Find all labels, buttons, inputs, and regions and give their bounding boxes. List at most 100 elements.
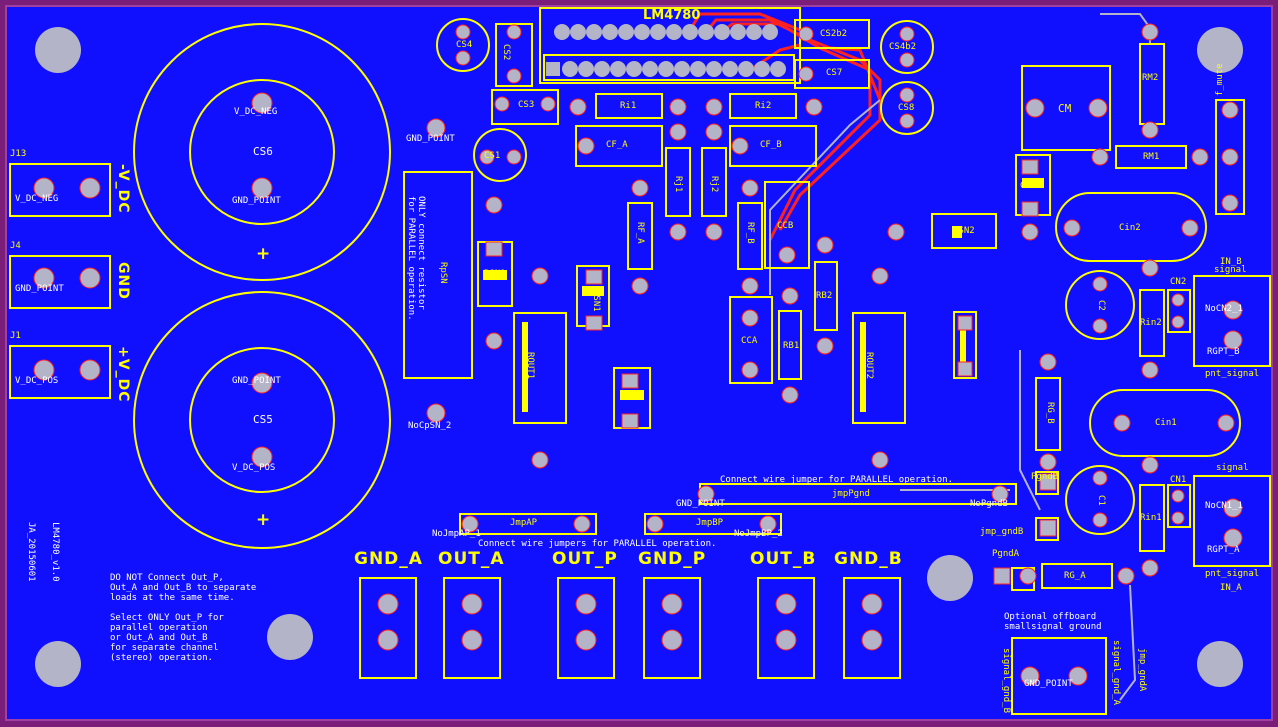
pin-nocn1: NoCN1_1 bbox=[1205, 501, 1243, 511]
cs6-label: CS6 bbox=[253, 145, 273, 158]
j1-label: J1 bbox=[10, 331, 21, 341]
jumper-note-2: Connect wire jumpers for PARALLEL operat… bbox=[478, 539, 717, 549]
cin1-label: Cin1 bbox=[1155, 418, 1177, 428]
mounting-hole bbox=[927, 555, 973, 601]
cs6-plus: + bbox=[256, 244, 272, 264]
rin1-label: Rin1 bbox=[1140, 513, 1162, 523]
rpsn-label: RpSN bbox=[438, 262, 448, 284]
warning-note: DO NOT Connect Out_P, Out_A and Out_B to… bbox=[110, 573, 257, 663]
mounting-hole bbox=[267, 614, 313, 660]
ccb-label: CCB bbox=[777, 221, 794, 231]
cs2b2-label: CS2b2 bbox=[820, 29, 848, 39]
jmppgnd-label: jmpPgnd bbox=[832, 489, 870, 499]
pin-v-dc-pos: V_DC_POS bbox=[232, 463, 276, 473]
small-cap-outlines bbox=[436, 18, 1241, 535]
rm1-label: RM1 bbox=[1143, 152, 1160, 162]
rb1-label: RB1 bbox=[783, 341, 800, 351]
round-pads bbox=[33, 23, 1243, 686]
rg-a-label: RG_A bbox=[1064, 571, 1086, 581]
ic-pins bbox=[546, 24, 786, 77]
out-header-out-a: OUT_A bbox=[438, 549, 505, 569]
out-header-out-b: OUT_B bbox=[750, 549, 817, 569]
cs7-label: CS7 bbox=[826, 68, 843, 78]
pin-gnd-point-p: GND_POINT bbox=[676, 499, 725, 509]
cs2-label: CS2 bbox=[501, 44, 511, 61]
rin2-label: Rin2 bbox=[1140, 318, 1162, 328]
pin-nopgndb: NoPgndB bbox=[970, 499, 1008, 509]
rf-b-label: RF_B bbox=[745, 222, 755, 244]
cn2-label: CN2 bbox=[1170, 277, 1187, 287]
version-label: LM4780_v1.0 bbox=[50, 522, 60, 582]
pin-nocn2: NoCN2_1 bbox=[1205, 304, 1243, 314]
cs5-plus: + bbox=[256, 510, 272, 530]
big-caps bbox=[133, 23, 391, 549]
cs3-label: CS3 bbox=[518, 100, 535, 110]
pin-j1: V_DC_POS bbox=[15, 376, 59, 386]
pin-nocpsn-2: NoCpSN_2 bbox=[408, 421, 452, 431]
pos-dc-label: +V_DC bbox=[115, 346, 131, 403]
cn1-label: CN1 bbox=[1170, 475, 1187, 485]
c1-label: C1 bbox=[1096, 495, 1106, 506]
mounting-holes bbox=[35, 27, 1243, 687]
rsn2-label: RSN2 bbox=[953, 226, 975, 236]
cs5-label: CS5 bbox=[253, 413, 273, 426]
csn2-label: CSN2 bbox=[1020, 181, 1042, 191]
silkscreen-outlines bbox=[9, 7, 1271, 715]
rsn1-label: RSN1 bbox=[484, 269, 506, 279]
bodies bbox=[483, 178, 1044, 412]
in-b-pnt-signal: pnt_signal bbox=[1205, 369, 1260, 379]
gnd-label: GND bbox=[115, 262, 131, 300]
cin2-label: Cin2 bbox=[1119, 223, 1141, 233]
cs4b2-label: CS4b2 bbox=[889, 42, 917, 52]
cs1-label: CS1 bbox=[484, 151, 501, 161]
square-pads bbox=[485, 159, 1057, 585]
mounting-hole bbox=[35, 27, 81, 73]
mounting-hole bbox=[35, 641, 81, 687]
out-header-gnd-b: GND_B bbox=[834, 549, 903, 569]
rf-a-label: RF_A bbox=[635, 222, 645, 244]
date-label: JA_20150601 bbox=[26, 522, 36, 582]
pin-rgpt-a: RGPT_A bbox=[1207, 545, 1240, 555]
pin-gnd-point-a: GND_POINT bbox=[232, 196, 281, 206]
pin-v-dc-neg: V_DC_NEG bbox=[234, 107, 278, 117]
cm-label: CM bbox=[1058, 102, 1072, 115]
csn1-label: CSN1 bbox=[591, 290, 601, 312]
jmpap-label: JmpAP bbox=[510, 518, 538, 528]
pin-gnd-offboard: GND_POINT bbox=[1024, 679, 1073, 689]
jmp-gndb-label: jmp_gndB bbox=[980, 527, 1024, 537]
jmp-gnda-label: jmp_gndA bbox=[1137, 648, 1147, 692]
mounting-hole bbox=[1197, 27, 1243, 73]
out-header-out-p: OUT_P bbox=[552, 549, 618, 569]
cs4-label: CS4 bbox=[456, 40, 473, 50]
in-b-signal: signal bbox=[1214, 265, 1247, 275]
c2-label: C2 bbox=[1096, 300, 1106, 311]
in-a-label: IN_A bbox=[1220, 583, 1242, 593]
ri2-label: Ri2 bbox=[755, 101, 772, 111]
pin-nojmpbp: NoJmpBP_2 bbox=[734, 529, 783, 539]
rg-b-label: RG_B bbox=[1045, 402, 1055, 424]
rj1-label: Rj1 bbox=[673, 176, 683, 193]
cf-b-label: CF_B bbox=[760, 140, 782, 150]
jmpbp-label: JmpBP bbox=[696, 518, 724, 528]
ic-title: LM4780 bbox=[643, 8, 701, 23]
pin-nojmpap: NoJmpAP_1 bbox=[432, 529, 481, 539]
pin-rgpt-b: RGPT_B bbox=[1207, 347, 1240, 357]
in-a-signal: signal bbox=[1216, 463, 1249, 473]
pgnda-label: PgndA bbox=[992, 549, 1020, 559]
j13-label: J13 bbox=[10, 149, 27, 159]
pin-gnd-point-b: GND_POINT bbox=[232, 376, 281, 386]
rout2-label: ROUT2 bbox=[864, 352, 874, 380]
signal-gnd-a-label: signal_gnd_A bbox=[1111, 640, 1121, 706]
pgndb-label: PgndB bbox=[1031, 472, 1059, 482]
in-b-label: IN_B bbox=[1220, 257, 1242, 267]
in-a-pnt-signal: pnt_signal bbox=[1205, 569, 1260, 579]
offboard-note: Optional offboard smallsignal ground bbox=[1004, 612, 1102, 632]
cf-a-label: CF_A bbox=[606, 140, 628, 150]
mounting-hole bbox=[1197, 641, 1243, 687]
signal-gnd-b-label: signal_gnd_B bbox=[1001, 648, 1011, 714]
jumper-note-1: Connect wire jumper for PARALLEL operati… bbox=[720, 475, 953, 485]
ri1-label: Ri1 bbox=[620, 101, 637, 111]
neg-dc-label: -V_DC bbox=[115, 164, 131, 214]
